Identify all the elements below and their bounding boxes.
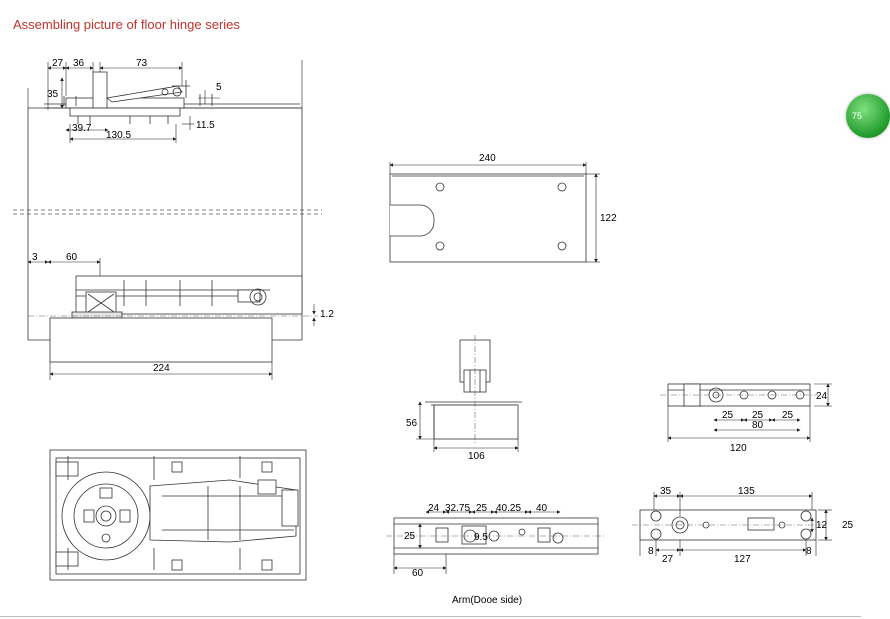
dim-106: 106 xyxy=(468,451,485,462)
dim-8-right: 8 xyxy=(806,546,812,557)
dim-24: 24 xyxy=(428,503,440,514)
dim-25-bottom-arm: 25 xyxy=(842,520,854,531)
dim-40-25: 40.25 xyxy=(496,503,521,514)
arm-door-side-caption: Arm(Dooe side) xyxy=(452,595,523,606)
cover-plate-labels: 240 122 xyxy=(479,153,617,224)
dim-12: 12 xyxy=(816,520,828,531)
top-arm-drawing xyxy=(660,383,832,442)
spindle-labels: 56 106 xyxy=(406,418,485,462)
dim-80: 80 xyxy=(752,420,764,431)
dim-120: 120 xyxy=(730,443,747,454)
dim-36: 36 xyxy=(73,58,85,69)
dim-25-b: 25 xyxy=(752,410,764,421)
top-view-labels: 27 36 73 35 5 39.7 11.5 130.5 xyxy=(47,58,222,141)
dim-60-arm: 60 xyxy=(412,568,424,579)
side-view-drawing xyxy=(27,258,318,380)
page-title: Assembling picture of floor hinge series xyxy=(13,17,240,32)
dim-73: 73 xyxy=(136,58,148,69)
dim-35: 35 xyxy=(47,89,59,100)
dim-11-5: 11.5 xyxy=(196,120,215,131)
dim-130-5: 130.5 xyxy=(106,130,131,141)
dim-32-75: 32.75 xyxy=(445,503,470,514)
dim-35-bottom-arm: 35 xyxy=(660,486,672,497)
dim-135: 135 xyxy=(738,486,755,497)
dim-3: 3 xyxy=(32,252,38,263)
dim-27: 27 xyxy=(52,58,64,69)
dim-1-2: 1.2 xyxy=(320,309,334,320)
dim-224: 224 xyxy=(153,363,170,374)
dim-127: 127 xyxy=(734,554,751,565)
hinge-body-plan xyxy=(49,449,307,581)
dim-60: 60 xyxy=(66,252,78,263)
dim-24-top-arm: 24 xyxy=(816,391,828,402)
dim-25-height: 25 xyxy=(404,531,416,542)
cover-plate-drawing xyxy=(389,162,600,263)
top-view-drawing xyxy=(13,60,322,341)
dim-40: 40 xyxy=(536,503,548,514)
top-arm-labels: 24 25 25 25 80 120 xyxy=(722,391,828,454)
dim-25-c: 25 xyxy=(782,410,794,421)
bottom-arm-labels: 35 135 12 25 8 27 127 8 xyxy=(648,486,854,565)
arm-door-side-drawing xyxy=(386,510,606,574)
dim-122: 122 xyxy=(600,213,617,224)
spindle-drawing xyxy=(416,335,522,452)
dim-8-left: 8 xyxy=(648,546,654,557)
side-view-labels: 3 60 1.2 224 xyxy=(32,252,334,374)
dim-27-bottom-arm: 27 xyxy=(662,554,674,565)
dim-25-a: 25 xyxy=(722,410,734,421)
arm-door-side-labels: 24 32.75 25 40.25 40 25 9.5 60 xyxy=(404,503,548,579)
dim-56: 56 xyxy=(406,418,418,429)
dim-25-arm: 25 xyxy=(476,503,488,514)
dim-240: 240 xyxy=(479,153,496,164)
dim-39-7: 39.7 xyxy=(72,123,92,134)
dim-5: 5 xyxy=(216,82,222,93)
dim-9-5: 9.5 xyxy=(474,532,488,543)
bottom-arm-drawing xyxy=(632,492,832,556)
page-bottom-divider xyxy=(0,616,861,617)
page-badge[interactable]: 75 xyxy=(846,94,890,138)
technical-drawing: 27 36 73 35 5 39.7 11.5 130.5 3 xyxy=(13,58,854,581)
